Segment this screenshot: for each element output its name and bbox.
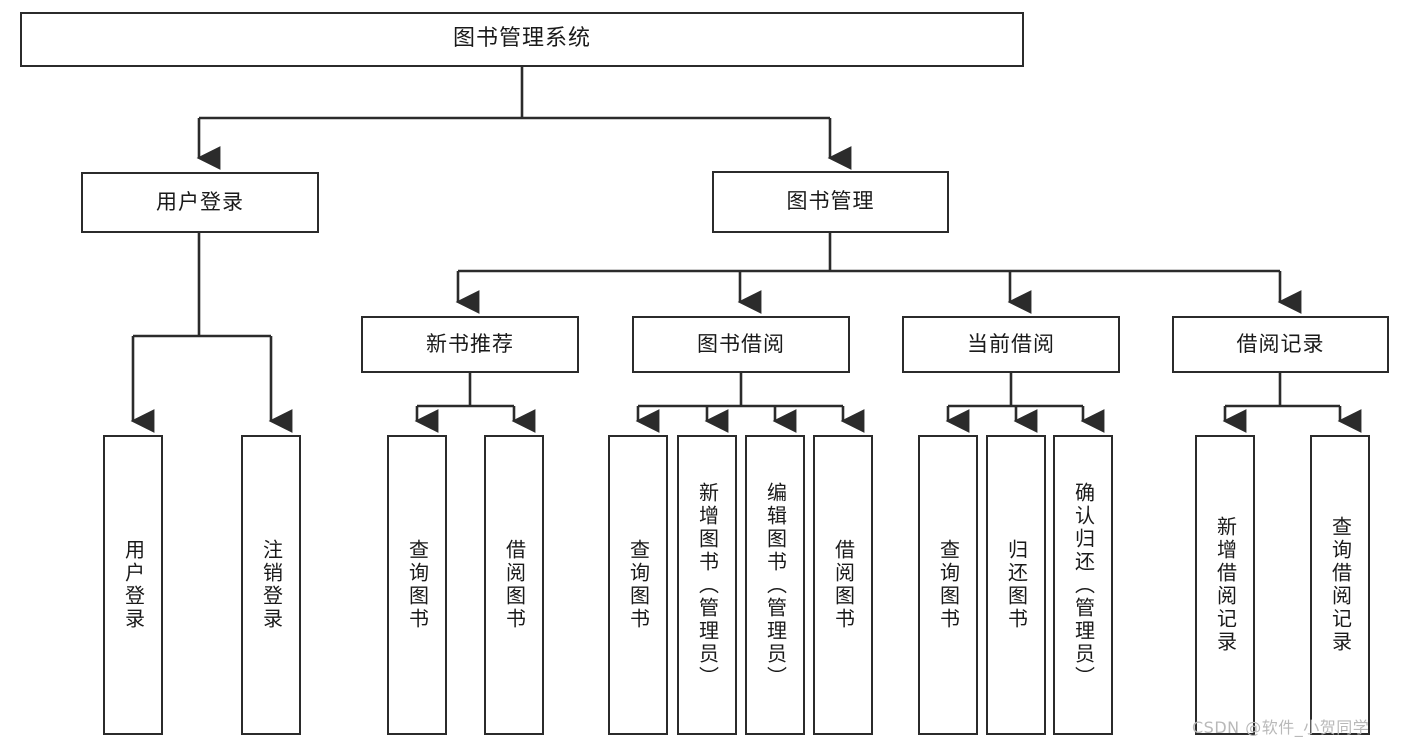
node-label: 新增图书（管理员）: [695, 481, 720, 689]
leaf-return-book[interactable]: 归还图书: [986, 435, 1046, 735]
node-user-login[interactable]: 用户登录: [81, 172, 319, 233]
node-label: 新增借阅记录: [1213, 516, 1238, 654]
leaf-query-book-borrow[interactable]: 查询图书: [608, 435, 668, 735]
node-new-book-recommend[interactable]: 新书推荐: [361, 316, 579, 373]
node-label: 借阅记录: [1236, 331, 1325, 356]
leaf-add-book-admin[interactable]: 新增图书（管理员）: [677, 435, 737, 735]
node-root-system[interactable]: 图书管理系统: [20, 12, 1024, 67]
node-label: 查询图书: [626, 539, 651, 631]
node-book-management[interactable]: 图书管理: [712, 171, 949, 233]
node-borrow-record[interactable]: 借阅记录: [1172, 316, 1389, 373]
node-label: 图书借阅: [697, 331, 785, 356]
leaf-query-borrow-record[interactable]: 查询借阅记录: [1310, 435, 1370, 735]
node-label: 用户登录: [121, 539, 146, 631]
node-label: 借阅图书: [502, 539, 527, 631]
node-current-borrow[interactable]: 当前借阅: [902, 316, 1120, 373]
node-label: 归还图书: [1004, 539, 1029, 631]
node-label: 借阅图书: [831, 539, 856, 631]
leaf-user-login[interactable]: 用户登录: [103, 435, 163, 735]
node-label: 用户登录: [156, 189, 244, 214]
leaf-edit-book-admin[interactable]: 编辑图书（管理员）: [745, 435, 805, 735]
node-label: 新书推荐: [426, 331, 514, 356]
node-label: 图书管理系统: [452, 26, 591, 52]
leaf-add-borrow-record[interactable]: 新增借阅记录: [1195, 435, 1255, 735]
leaf-query-book-new[interactable]: 查询图书: [387, 435, 447, 735]
leaf-query-book-current[interactable]: 查询图书: [918, 435, 978, 735]
node-label: 编辑图书（管理员）: [763, 481, 788, 689]
node-label: 查询借阅记录: [1328, 516, 1353, 654]
leaf-lend-book[interactable]: 借阅图书: [813, 435, 873, 735]
csdn-watermark: CSDN @软件_小贺同学: [1192, 718, 1370, 737]
leaf-confirm-return-admin[interactable]: 确认归还（管理员）: [1053, 435, 1113, 735]
node-book-borrow[interactable]: 图书借阅: [632, 316, 850, 373]
node-label: 注销登录: [259, 539, 284, 631]
node-label: 查询图书: [405, 539, 430, 631]
leaf-user-logout[interactable]: 注销登录: [241, 435, 301, 735]
leaf-borrow-book-new[interactable]: 借阅图书: [484, 435, 544, 735]
node-label: 查询图书: [936, 539, 961, 631]
node-label: 图书管理: [786, 189, 875, 214]
node-label: 确认归还（管理员）: [1071, 481, 1096, 689]
node-label: 当前借阅: [967, 331, 1055, 356]
